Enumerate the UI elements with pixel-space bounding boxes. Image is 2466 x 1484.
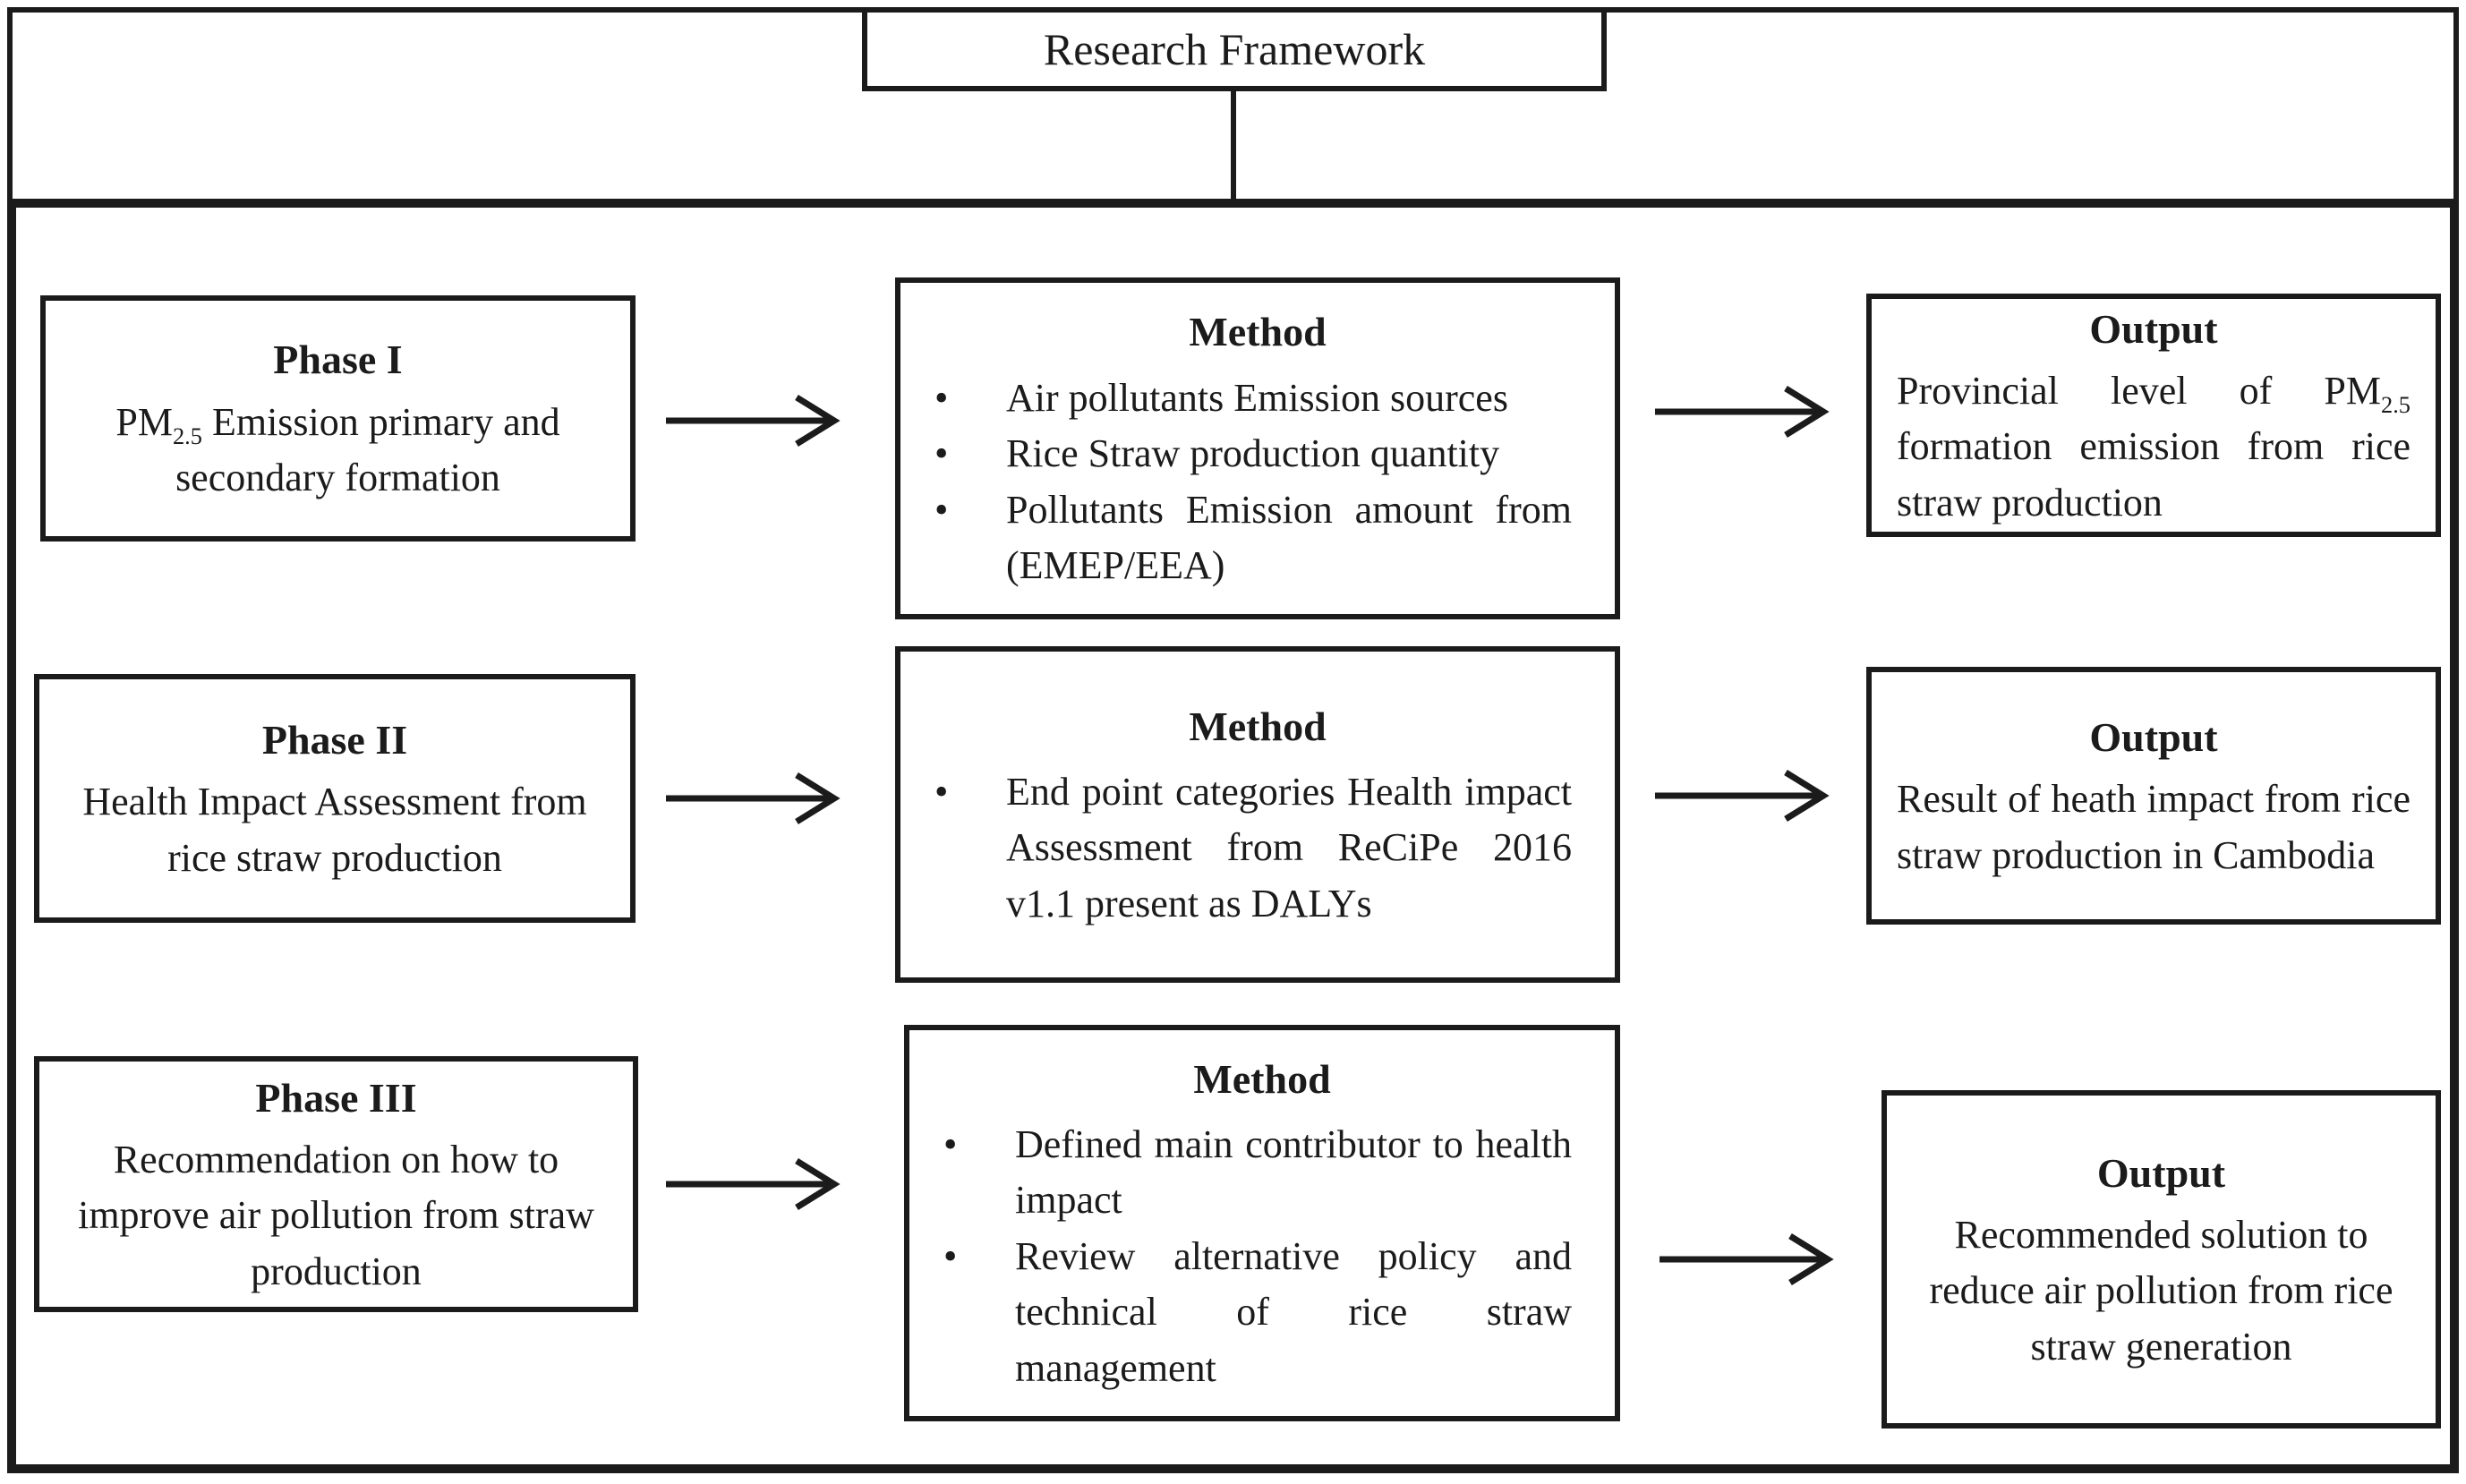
output-body: Result of heath impact from rice straw p… bbox=[1897, 777, 2411, 877]
arrow-right-icon bbox=[1660, 1233, 1834, 1285]
method-box-3: Method Defined main contributor to healt… bbox=[904, 1025, 1620, 1421]
method-bullet: Review alternative policy and technical … bbox=[909, 1229, 1572, 1396]
arrow-right-icon bbox=[666, 395, 840, 447]
arrow-right-icon bbox=[666, 1158, 840, 1210]
output-heading: Output bbox=[2089, 713, 2218, 760]
phase-body: PM2.5 Emission primary and secondary for… bbox=[81, 395, 594, 507]
phase-body: Recommendation on how to improve air pol… bbox=[78, 1137, 594, 1293]
method-bullet-list: End point categories Health impact Asses… bbox=[900, 764, 1615, 932]
phase-body: Health Impact Assessment from rice straw… bbox=[82, 780, 587, 880]
method-bullet-list: Air pollutants Emission sources Rice Str… bbox=[900, 371, 1615, 594]
method-heading: Method bbox=[1189, 309, 1327, 355]
phase-box-3: Phase III Recommendation on how to impro… bbox=[34, 1056, 638, 1312]
phase-heading: Phase II bbox=[261, 716, 408, 763]
method-bullet: Air pollutants Emission sources bbox=[900, 371, 1572, 427]
title-label: Research Framework bbox=[1043, 24, 1426, 74]
output-body-text: Provincial level of PM bbox=[1897, 368, 2381, 413]
output-body-text: formation emission from rice straw produ… bbox=[1897, 424, 2411, 525]
pm-subscript: 2.5 bbox=[172, 422, 202, 449]
output-heading: Output bbox=[2096, 1149, 2226, 1196]
phase-heading: Phase III bbox=[255, 1074, 417, 1121]
phase-body-text: Emission primary and secondary formation bbox=[175, 399, 560, 500]
arrow-right-icon bbox=[1655, 386, 1830, 438]
title-connector-line bbox=[1231, 88, 1236, 200]
phase-heading: Phase I bbox=[273, 337, 403, 383]
method-box-1: Method Air pollutants Emission sources R… bbox=[895, 277, 1620, 619]
phase-box-1: Phase I PM2.5 Emission primary and secon… bbox=[40, 295, 636, 542]
method-heading: Method bbox=[1189, 703, 1327, 749]
output-box-2: Output Result of heath impact from rice … bbox=[1866, 667, 2441, 925]
phase-box-2: Phase II Health Impact Assessment from r… bbox=[34, 674, 636, 923]
pm-subscript: 2.5 bbox=[2381, 390, 2411, 418]
output-heading: Output bbox=[2089, 305, 2218, 352]
phase-body-text: PM bbox=[115, 399, 173, 444]
method-bullet-list: Defined main contributor to health impac… bbox=[909, 1117, 1615, 1396]
title-box: Research Framework bbox=[862, 7, 1607, 91]
output-body: Provincial level of PM2.5 formation emis… bbox=[1872, 363, 2436, 531]
output-body: Recommended solution to reduce air pollu… bbox=[1929, 1212, 2393, 1369]
method-heading: Method bbox=[1193, 1055, 1331, 1102]
output-box-1: Output Provincial level of PM2.5 formati… bbox=[1866, 294, 2441, 537]
arrow-right-icon bbox=[666, 772, 840, 824]
method-bullet: Pollutants Emission amount from (EMEP/EE… bbox=[900, 482, 1572, 594]
output-box-3: Output Recommended solution to reduce ai… bbox=[1881, 1090, 2441, 1429]
method-bullet: Rice Straw production quantity bbox=[900, 426, 1572, 482]
method-bullet: End point categories Health impact Asses… bbox=[900, 764, 1572, 932]
method-box-2: Method End point categories Health impac… bbox=[895, 646, 1620, 983]
method-bullet: Defined main contributor to health impac… bbox=[909, 1117, 1572, 1229]
arrow-right-icon bbox=[1655, 770, 1830, 822]
